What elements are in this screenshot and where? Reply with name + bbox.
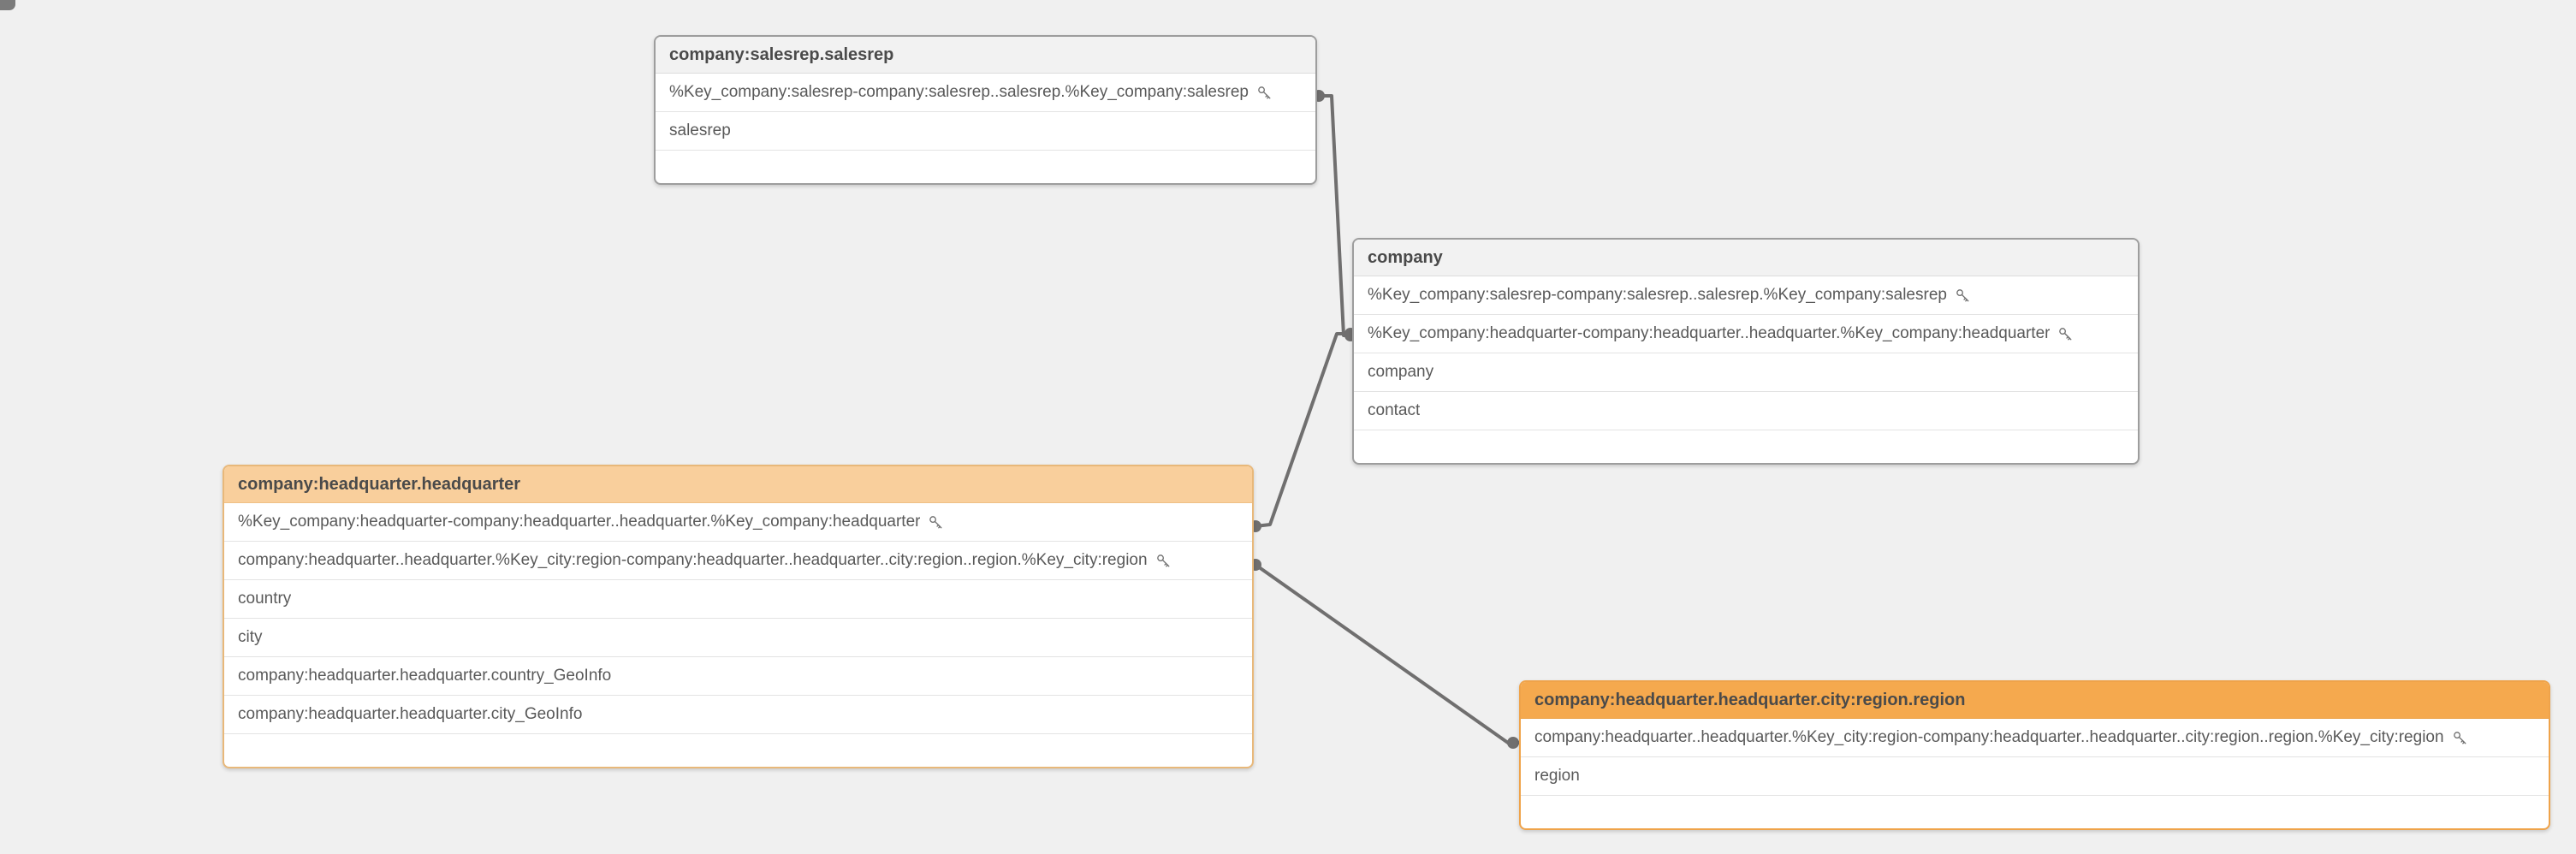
key-icon xyxy=(928,514,944,531)
clipped-panel-corner xyxy=(0,0,15,10)
table-node-fields: %Key_company:salesrep-company:salesrep..… xyxy=(1354,276,2138,463)
table-field-label: company xyxy=(1368,363,1434,381)
table-field-label: salesrep xyxy=(669,122,731,139)
table-node-title: company:headquarter.headquarter.city:reg… xyxy=(1521,682,2549,719)
table-field-row[interactable]: %Key_company:headquarter-company:headqua… xyxy=(224,503,1252,542)
table-node-region[interactable]: company:headquarter.headquarter.city:reg… xyxy=(1519,680,2550,830)
table-field-label: region xyxy=(1534,767,1580,785)
table-field-row[interactable]: company:headquarter..headquarter.%Key_ci… xyxy=(224,542,1252,580)
table-node-fields: %Key_company:salesrep-company:salesrep..… xyxy=(656,74,1315,183)
table-field-row[interactable]: contact xyxy=(1354,392,2138,430)
table-field-row[interactable]: company:headquarter..headquarter.%Key_ci… xyxy=(1521,719,2549,757)
table-field-row[interactable]: company xyxy=(1354,353,2138,392)
table-field-row[interactable]: %Key_company:headquarter-company:headqua… xyxy=(1354,315,2138,353)
table-field-row[interactable]: company:headquarter.headquarter.city_Geo… xyxy=(224,696,1252,734)
table-node-title: company:headquarter.headquarter xyxy=(224,466,1252,503)
association-link[interactable] xyxy=(1254,332,1352,528)
table-field-label: country xyxy=(238,590,292,608)
table-field-row-empty xyxy=(1521,796,2549,828)
table-field-label: company:headquarter..headquarter.%Key_ci… xyxy=(1534,728,2444,746)
table-field-row[interactable]: country xyxy=(224,580,1252,619)
key-icon xyxy=(2057,326,2074,342)
table-field-label: company:headquarter.headquarter.city_Geo… xyxy=(238,705,583,723)
table-field-row[interactable]: company:headquarter.headquarter.country_… xyxy=(224,657,1252,696)
table-field-row[interactable]: salesrep xyxy=(656,112,1315,151)
table-field-label: %Key_company:headquarter-company:headqua… xyxy=(238,513,921,531)
association-anchor-dot[interactable] xyxy=(1507,737,1519,749)
key-icon xyxy=(1955,288,1971,304)
table-field-label: contact xyxy=(1368,401,1421,419)
table-node-title: company xyxy=(1354,240,2138,276)
table-node-company[interactable]: company %Key_company:salesrep-company:sa… xyxy=(1352,238,2140,465)
table-field-label: %Key_company:headquarter-company:headqua… xyxy=(1368,324,2051,342)
table-field-row[interactable]: %Key_company:salesrep-company:salesrep..… xyxy=(1354,276,2138,315)
key-icon xyxy=(1155,553,1172,569)
association-link[interactable] xyxy=(1254,563,1520,744)
table-field-label: company:headquarter..headquarter.%Key_ci… xyxy=(238,551,1148,569)
table-field-label: %Key_company:salesrep-company:salesrep..… xyxy=(1368,286,1947,304)
association-link[interactable] xyxy=(1317,94,1352,337)
table-node-fields: company:headquarter..headquarter.%Key_ci… xyxy=(1521,719,2549,828)
table-field-label: company:headquarter.headquarter.country_… xyxy=(238,667,612,685)
key-icon xyxy=(2452,730,2468,746)
table-node-salesrep[interactable]: company:salesrep.salesrep %Key_company:s… xyxy=(654,35,1317,185)
table-field-label: %Key_company:salesrep-company:salesrep..… xyxy=(669,83,1249,101)
table-field-row[interactable]: region xyxy=(1521,757,2549,796)
table-field-row-empty xyxy=(224,734,1252,767)
table-field-row-empty xyxy=(656,151,1315,183)
key-icon xyxy=(1256,85,1273,101)
table-field-row-empty xyxy=(1354,430,2138,463)
table-field-row[interactable]: %Key_company:salesrep-company:salesrep..… xyxy=(656,74,1315,112)
table-node-title: company:salesrep.salesrep xyxy=(656,37,1315,74)
table-field-row[interactable]: city xyxy=(224,619,1252,657)
table-node-headquarter[interactable]: company:headquarter.headquarter %Key_com… xyxy=(223,465,1254,768)
table-node-fields: %Key_company:headquarter-company:headqua… xyxy=(224,503,1252,767)
table-field-label: city xyxy=(238,628,263,646)
